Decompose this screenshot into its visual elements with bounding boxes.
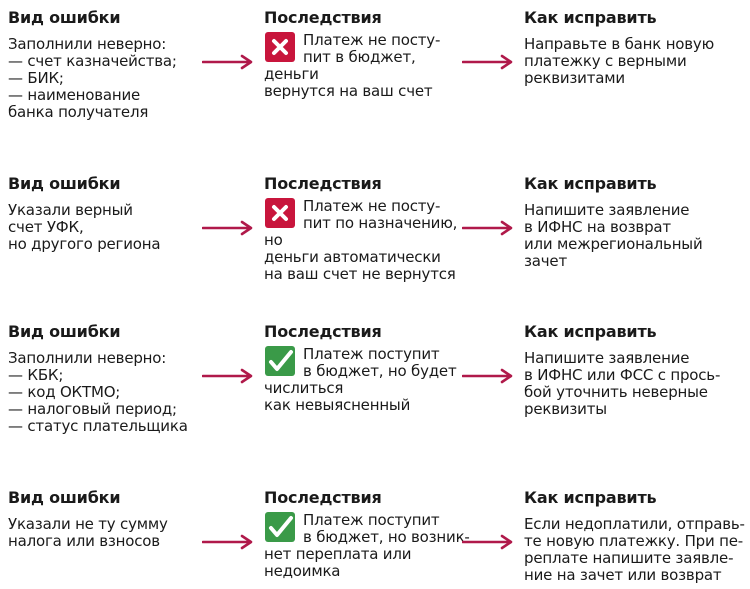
fix-text: Если недоплатили, отправь- те новую плат… — [524, 515, 745, 584]
arrow-right-icon — [461, 54, 514, 74]
arrow-right-icon — [461, 534, 514, 554]
error-type-heading: Вид ошибки — [8, 488, 121, 507]
error-type-text: Заполнили неверно: — счет казначейства; … — [8, 35, 177, 121]
check-icon — [265, 512, 295, 542]
error-type-text: Указали верный счет УФК, но другого реги… — [8, 201, 161, 253]
arrow-right-icon — [201, 368, 254, 388]
consequence-body: Платеж поступит в бюджет, но возник- нет… — [264, 512, 474, 580]
consequence-text: Платеж не посту- пит в бюджет, деньги ве… — [264, 31, 441, 100]
error-type-heading: Вид ошибки — [8, 8, 121, 27]
consequence-body: Платеж поступит в бюджет, но будет числи… — [264, 346, 474, 414]
cross-icon — [265, 198, 295, 228]
consequence-text: Платеж не посту- пит по назначению, но д… — [264, 197, 458, 283]
consequence-body: Платеж не посту- пит по назначению, но д… — [264, 198, 474, 283]
fix-heading: Как исправить — [524, 174, 657, 193]
arrow-right-icon — [201, 534, 254, 554]
check-icon — [265, 346, 295, 376]
consequence-heading: Последствия — [264, 174, 382, 193]
arrow-right-icon — [461, 220, 514, 240]
consequence-heading: Последствия — [264, 8, 382, 27]
cross-icon — [265, 32, 295, 62]
consequence-heading: Последствия — [264, 488, 382, 507]
arrow-right-icon — [201, 220, 254, 240]
error-type-heading: Вид ошибки — [8, 322, 121, 341]
error-type-heading: Вид ошибки — [8, 174, 121, 193]
error-type-text: Заполнили неверно: — КБК; — код ОКТМО; —… — [8, 349, 188, 435]
error-type-text: Указали не ту сумму налога или взносов — [8, 515, 168, 550]
arrow-right-icon — [201, 54, 254, 74]
consequence-text: Платеж поступит в бюджет, но возник- нет… — [264, 511, 470, 580]
fix-text: Напишите заявление в ИФНС на возврат или… — [524, 201, 703, 270]
fix-text: Напишите заявление в ИФНС или ФСС с прос… — [524, 349, 721, 418]
consequence-text: Платеж поступит в бюджет, но будет числи… — [264, 345, 457, 414]
fix-heading: Как исправить — [524, 322, 657, 341]
consequence-body: Платеж не посту- пит в бюджет, деньги ве… — [264, 32, 474, 100]
arrow-right-icon — [461, 368, 514, 388]
fix-text: Направьте в банк новую платежку с верным… — [524, 35, 715, 87]
consequence-heading: Последствия — [264, 322, 382, 341]
fix-heading: Как исправить — [524, 8, 657, 27]
fix-heading: Как исправить — [524, 488, 657, 507]
